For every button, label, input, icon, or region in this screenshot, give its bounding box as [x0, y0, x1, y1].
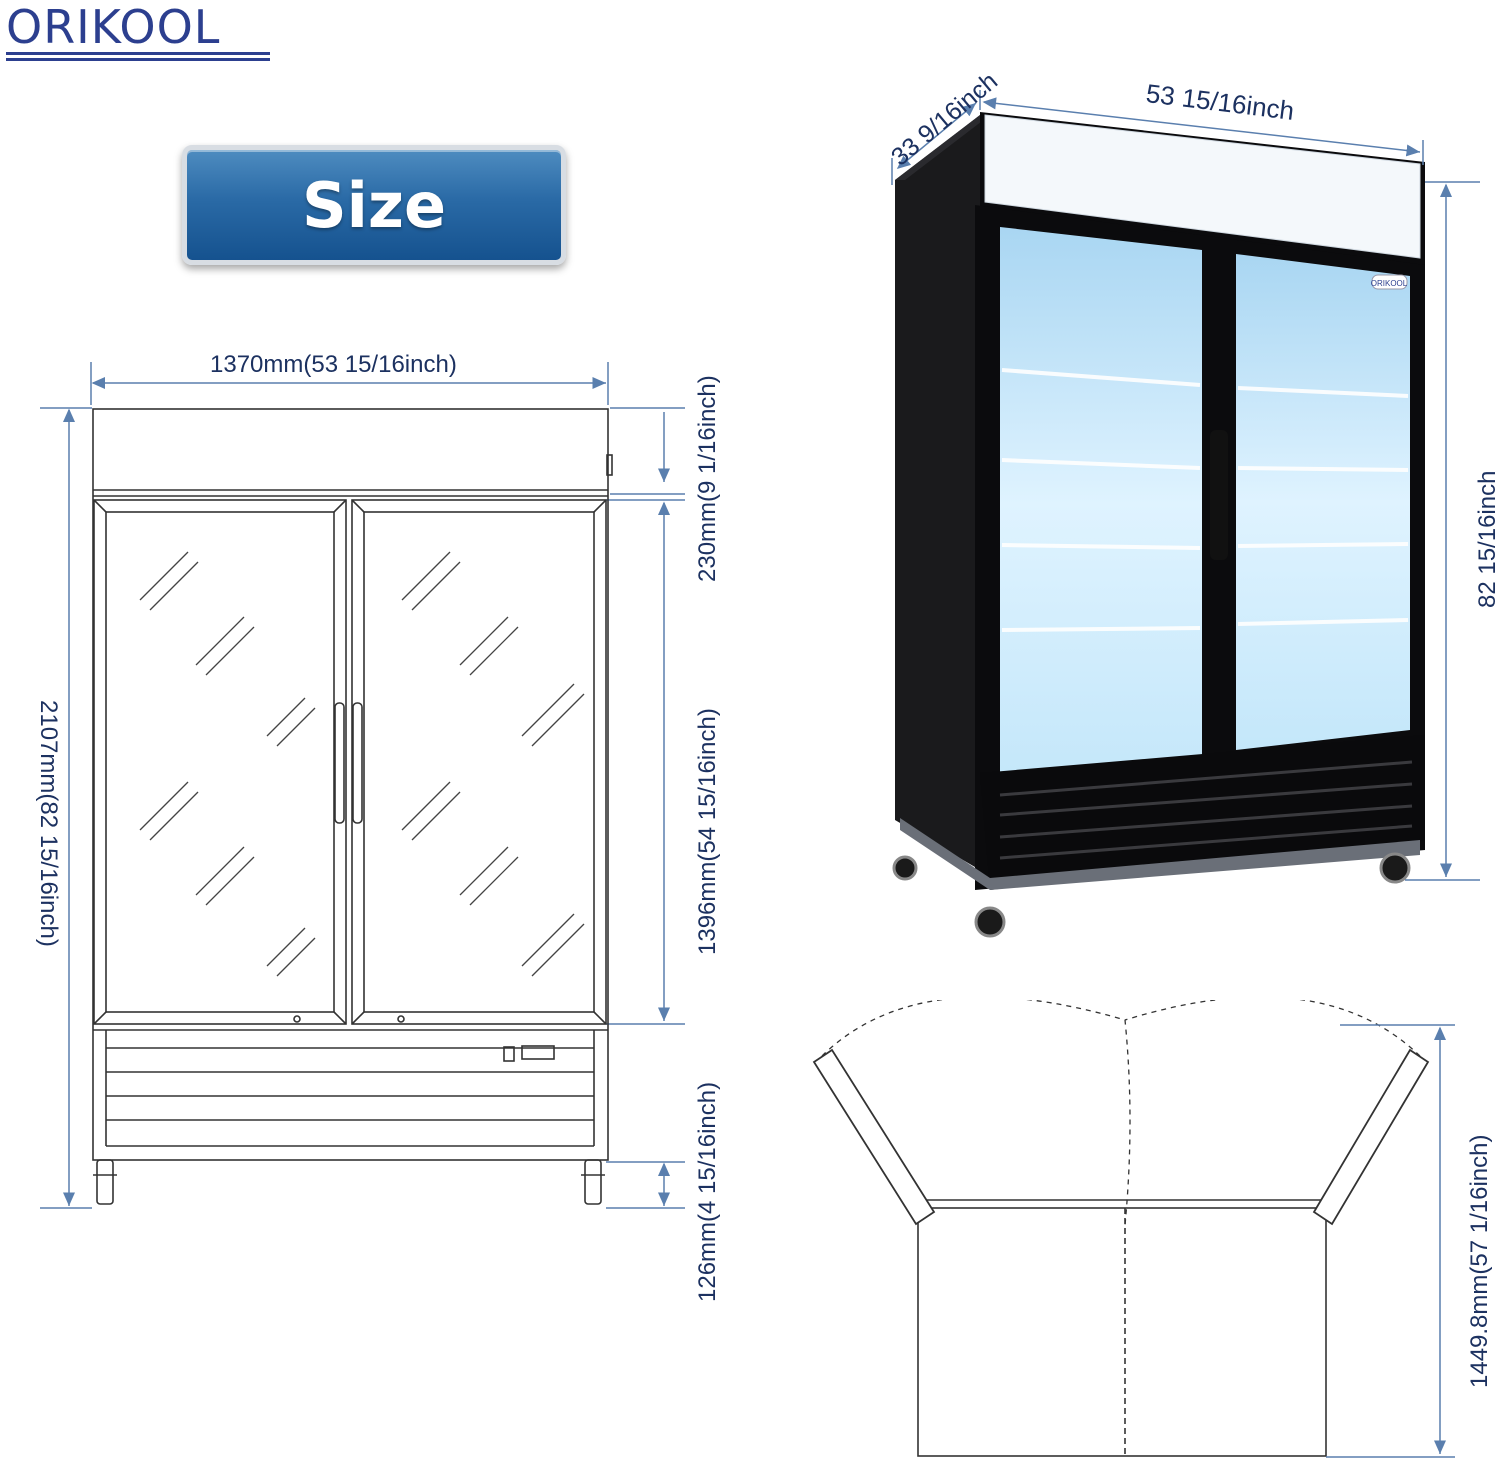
top-view-depth-label: 1449.8mm(57 1/16inch) — [1466, 1134, 1493, 1388]
front-dimension-lines — [40, 362, 685, 1209]
cabinet-side-panel — [895, 115, 980, 870]
size-badge-label: Size — [301, 168, 447, 242]
shelves — [1001, 368, 1409, 632]
caster-front-left — [974, 906, 1006, 938]
vent-louvers — [999, 760, 1413, 860]
door-height-label: 1396mm(54 15/16inch) — [694, 708, 721, 955]
size-badge: Size — [182, 145, 566, 265]
photo-height-label: 82 15/16inch — [1474, 470, 1500, 608]
product-photo: ORIKOOL — [891, 90, 1480, 938]
logo-rule-bottom — [6, 58, 270, 61]
door-swing-arcs — [821, 1000, 1421, 1226]
door-badge: ORIKOOL — [1371, 279, 1408, 288]
glass-reflection-marks — [139, 551, 585, 977]
front-total-height-label: 2107mm(82 15/16inch) — [35, 700, 62, 947]
logo-rule-top — [6, 52, 270, 55]
top-view-dimension-lines — [1326, 1024, 1455, 1458]
canopy-height-label: 230mm(9 1/16inch) — [694, 375, 721, 582]
caster-height-label: 126mm(4 15/16inch) — [694, 1081, 721, 1302]
caster-front-right — [1379, 852, 1411, 884]
front-cabinet-outline — [92, 408, 613, 1205]
door-handle — [1210, 430, 1228, 560]
top-view-cabinet — [917, 1199, 1327, 1457]
caster-rear — [892, 855, 918, 881]
right-door-glass — [1236, 254, 1410, 750]
left-door-glass — [1000, 227, 1202, 780]
front-view-drawing — [40, 362, 685, 1209]
front-width-label: 1370mm(53 15/16inch) — [210, 351, 457, 378]
top-view-doors — [812, 1048, 1430, 1226]
top-view-drawing — [812, 1000, 1455, 1458]
photo-dimension-lines — [891, 90, 1480, 881]
orikool-logo: ORIKOOL — [6, 0, 221, 54]
